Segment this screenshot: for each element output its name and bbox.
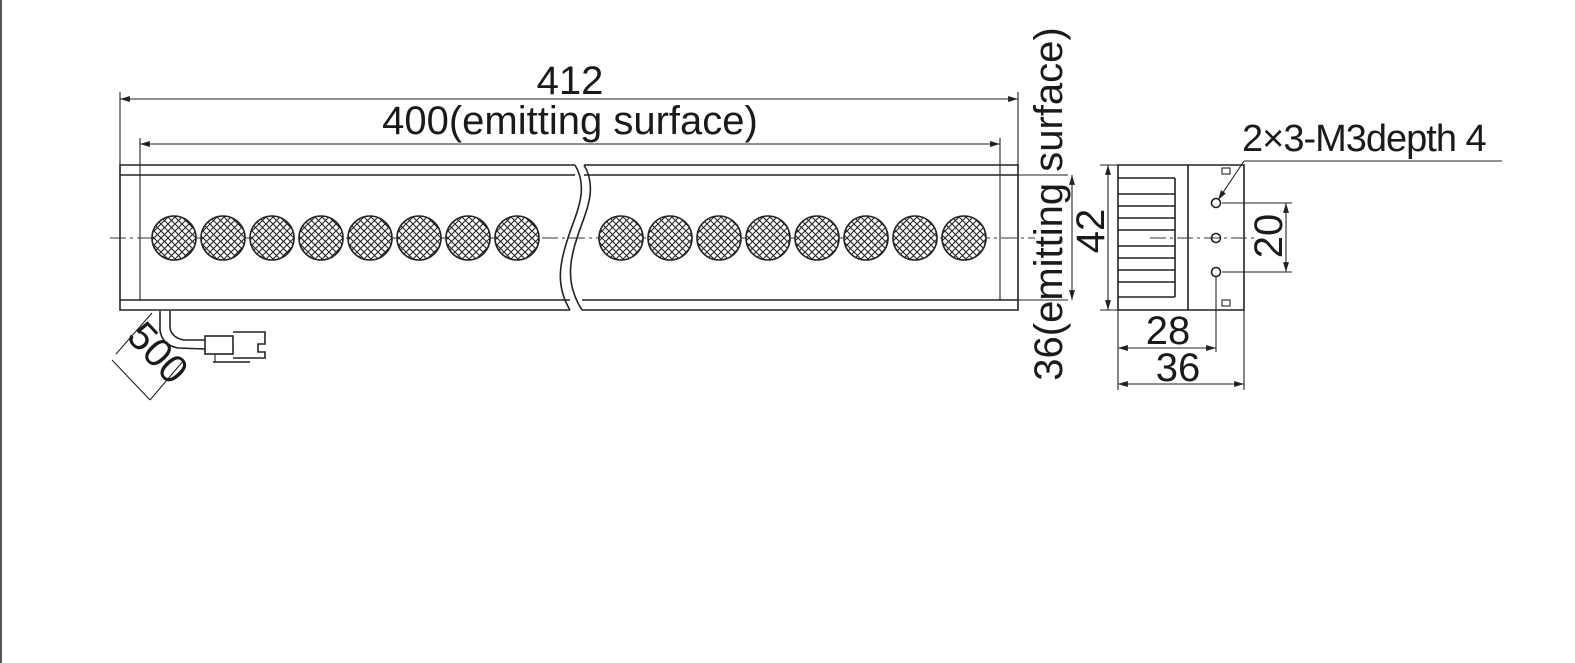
led-left-2 xyxy=(200,215,246,261)
led-left-6 xyxy=(396,215,442,261)
emitting-width-label: 36(emitting surface) xyxy=(1027,27,1071,380)
mount-hole-top xyxy=(1210,197,1222,209)
led-right-2 xyxy=(647,215,693,261)
overall-length-label: 412 xyxy=(537,59,604,103)
led-left-3 xyxy=(249,215,295,261)
mount-hole-note-label: 2×3-M3depth 4 xyxy=(1242,118,1487,160)
led-right-5 xyxy=(794,215,840,261)
led-right-8 xyxy=(941,215,987,261)
cable-length-label: 500 xyxy=(119,314,197,393)
led-left-7 xyxy=(445,215,491,261)
hole-pitch-label: 20 xyxy=(1247,214,1291,259)
dimension-42: 42 xyxy=(1069,164,1118,311)
led-right-6 xyxy=(843,215,889,261)
depth-label: 36 xyxy=(1156,346,1201,390)
dimension-36: 36 xyxy=(1118,310,1245,390)
side-view xyxy=(1117,164,1255,311)
emitting-length-label: 400(emitting surface) xyxy=(382,99,758,143)
mount-hole-center xyxy=(1210,232,1222,244)
led-row-right xyxy=(598,215,987,261)
led-left-5 xyxy=(347,215,393,261)
dimension-500: 500 xyxy=(111,312,197,401)
dimension-400: 400(emitting surface) xyxy=(139,99,1001,300)
led-right-4 xyxy=(745,215,791,261)
cable-connector xyxy=(159,311,266,363)
dimension-20: 20 xyxy=(1222,202,1292,273)
dimension-36-emitting: 36(emitting surface) xyxy=(1018,27,1075,381)
led-left-1 xyxy=(151,215,197,261)
hole-offset-label: 28 xyxy=(1146,309,1191,353)
mount-hole-bottom xyxy=(1210,266,1222,278)
led-row-left xyxy=(151,215,540,261)
body-height-label: 42 xyxy=(1069,209,1113,254)
led-right-7 xyxy=(892,215,938,261)
led-left-8 xyxy=(494,215,540,261)
led-right-1 xyxy=(598,215,644,261)
mount-hole-note: 2×3-M3depth 4 xyxy=(1217,118,1502,201)
heat-sink-fins xyxy=(1118,193,1175,283)
led-left-4 xyxy=(298,215,344,261)
front-view: 412 400(emitting surface) xyxy=(110,59,1035,401)
dimension-28: 28 xyxy=(1117,277,1217,390)
dimension-412: 412 xyxy=(119,59,1019,165)
led-right-3 xyxy=(696,215,742,261)
